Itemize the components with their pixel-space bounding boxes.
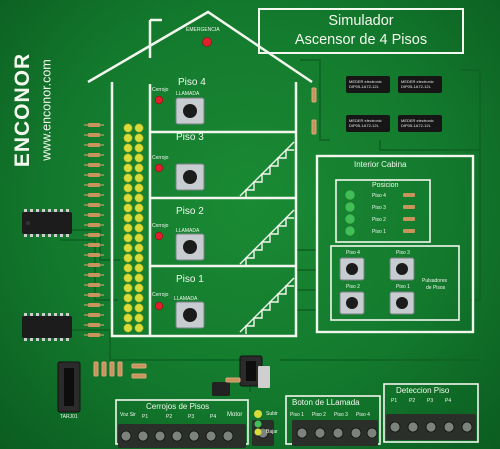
detection-label-3: P3 [427, 398, 434, 404]
detection-label-2: P2 [409, 398, 416, 404]
floor-2-call-label: LLAMADA [176, 228, 200, 234]
call-label-4: Piso 4 [356, 412, 370, 418]
floor-1-call-label: LLAMADA [174, 296, 198, 302]
red-leds [154, 37, 212, 311]
title-line-2: Ascensor de 4 Pisos [294, 32, 428, 48]
locks-label-3: P3 [188, 414, 195, 420]
cabin-button-3-label: Piso 3 [396, 250, 410, 256]
stairs [239, 141, 295, 334]
cabin-button-4-label: Piso 4 [346, 250, 360, 256]
call-buttons-connector-title: Boton de LLamada [292, 398, 360, 407]
emergency-label: EMERGENCIA [186, 27, 220, 33]
floor-4-label: Piso 4 [178, 77, 206, 88]
floor-2-lock-label: Cerrojo [152, 223, 169, 229]
relay-chips [346, 76, 442, 132]
pushbuttons-caption-1: Pulsadores [422, 278, 448, 284]
black-component [212, 366, 270, 396]
relay-chip-1-label: MEDER electronic DIP05-1A72-12L [349, 79, 382, 89]
detection-label-4: P4 [445, 398, 452, 404]
position-title: Posicion [372, 182, 399, 189]
locks-label-4: P4 [210, 414, 217, 420]
locks-label-1: P1 [142, 414, 149, 420]
floor-1-lock-label: Cerrojo [152, 292, 169, 298]
floor-2-label: Piso 2 [176, 206, 204, 217]
title-line-1: Simulador [328, 13, 394, 29]
floor-4-lock-label: Cerrojo [152, 87, 169, 93]
website-label-wrap: www.enconor.com [36, 20, 58, 200]
call-pushbuttons [175, 97, 205, 329]
cabin-resistors [403, 193, 415, 233]
position-led-4-label: Piso 4 [372, 193, 386, 199]
cabin-pushbuttons [339, 257, 415, 315]
motor-up-label: Subir [266, 411, 278, 417]
website-label: www.enconor.com [40, 59, 54, 161]
brand-logo: ENCONOR [8, 40, 38, 180]
locks-label-2: P2 [166, 414, 173, 420]
ic-socket [57, 361, 81, 413]
call-label-1: Piso 1 [290, 412, 304, 418]
brand-name: ENCONOR [11, 52, 34, 168]
house-outline [87, 10, 313, 338]
title-frame: Simulador Ascensor de 4 Pisos [258, 8, 464, 54]
locks-label-0: Voz Sir [120, 412, 136, 418]
floor-3-lock-label: Cerrojo [152, 155, 169, 161]
cabin-button-2-label: Piso 2 [346, 284, 360, 290]
ic-chip-left-bottom [22, 313, 72, 341]
relay-chip-4-label: MEDER electronic DIP05-1A72-12L [401, 118, 434, 128]
relay-chip-2-label: MEDER electronic DIP05-1A72-12L [401, 79, 434, 89]
position-led-2-label: Piso 2 [372, 217, 386, 223]
position-led-column [123, 123, 144, 333]
bottom-left-label: TARJ01 [60, 414, 78, 420]
position-led-3-label: Piso 3 [372, 205, 386, 211]
floor-4-call-label: LLAMADA [176, 91, 200, 97]
motor-leds [254, 410, 262, 436]
call-label-3: Piso 3 [334, 412, 348, 418]
motor-down-label: Bajar [266, 429, 278, 435]
relay-chip-3-label: MEDER electronic DIP05-1A72-12L [349, 118, 382, 128]
cabin-button-1-label: Piso 1 [396, 284, 410, 290]
detection-label-1: P1 [391, 398, 398, 404]
resistor-column-left [84, 123, 104, 337]
motor-label: Motor [227, 412, 243, 418]
ic-chip-left-top [22, 209, 72, 237]
floor-1-label: Piso 1 [176, 274, 204, 285]
position-led-1-label: Piso 1 [372, 229, 386, 235]
floor-3-label: Piso 3 [176, 132, 204, 143]
detection-connector-title: Deteccion Piso [396, 386, 450, 395]
resistors-small [93, 87, 317, 383]
cabin-position-leds [344, 189, 356, 237]
cabin-title: Interior Cabina [354, 160, 407, 169]
cabin-panel-frame [315, 154, 475, 334]
terminal-blocks [118, 414, 476, 448]
pushbuttons-caption-2: de Pisos [426, 285, 446, 291]
call-label-2: Piso 2 [312, 412, 326, 418]
locks-connector-title: Cerrojos de Pisos [146, 402, 210, 411]
